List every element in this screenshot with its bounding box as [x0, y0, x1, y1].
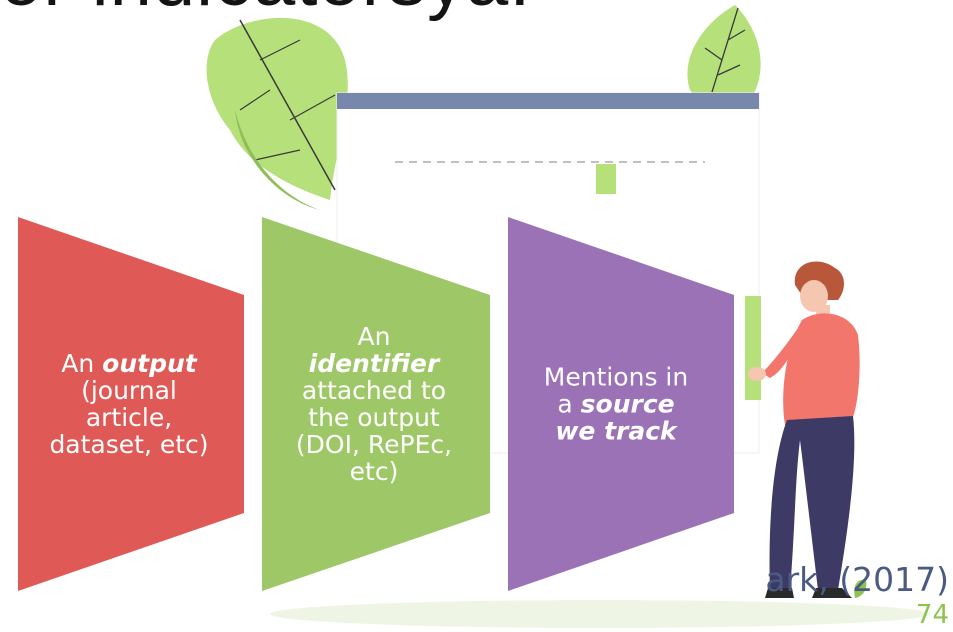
funnel-text-line: dataset, etc) [49, 430, 209, 459]
funnel-step-identifier: An identifier attached to the output (DO… [262, 217, 490, 591]
funnel-step-output: An output (journal article, dataset, etc… [18, 217, 244, 591]
funnel-step-text: An output (journal article, dataset, etc… [18, 350, 240, 458]
sprout-icon [854, 579, 867, 598]
funnel-text-keyword: identifier [308, 349, 440, 378]
ground-shadow [270, 600, 930, 628]
funnel-text-line: Mentions in [543, 362, 689, 392]
funnel-text-line: (DOI, RePEc, [295, 430, 453, 459]
window-title-bar [337, 93, 759, 109]
funnel-step-text: An identifier attached to the output (DO… [262, 323, 486, 485]
funnel-text-line: An [357, 322, 391, 351]
funnel-step-text: Mentions in a source we track [508, 364, 724, 445]
funnel-shape [262, 217, 490, 591]
funnel-text-line: article, [85, 403, 173, 432]
funnel-text-keyword: we track [555, 416, 677, 446]
funnel-text-keyword: output [102, 349, 197, 378]
leaf-left-icon [206, 17, 348, 210]
page-number: 74 [915, 600, 949, 630]
funnel-text-line: (journal [81, 376, 177, 405]
funnel-text-line: attached to [301, 376, 447, 405]
person-icon [748, 261, 860, 598]
funnel-text-line: the output [308, 403, 440, 432]
funnel-text-line: etc) [349, 457, 399, 486]
funnel-text-line: a [557, 389, 573, 419]
slide-title: or indicatorsya. [0, 0, 531, 18]
leaf-right-icon [687, 5, 761, 109]
citation: ark, (2017) [765, 560, 949, 599]
funnel-step-source: Mentions in a source we track [508, 217, 734, 591]
funnel-text-keyword: source [580, 389, 675, 419]
funnel-text-line: An [61, 349, 95, 378]
funnel-shape [18, 217, 244, 591]
funnel-shape [508, 217, 734, 591]
